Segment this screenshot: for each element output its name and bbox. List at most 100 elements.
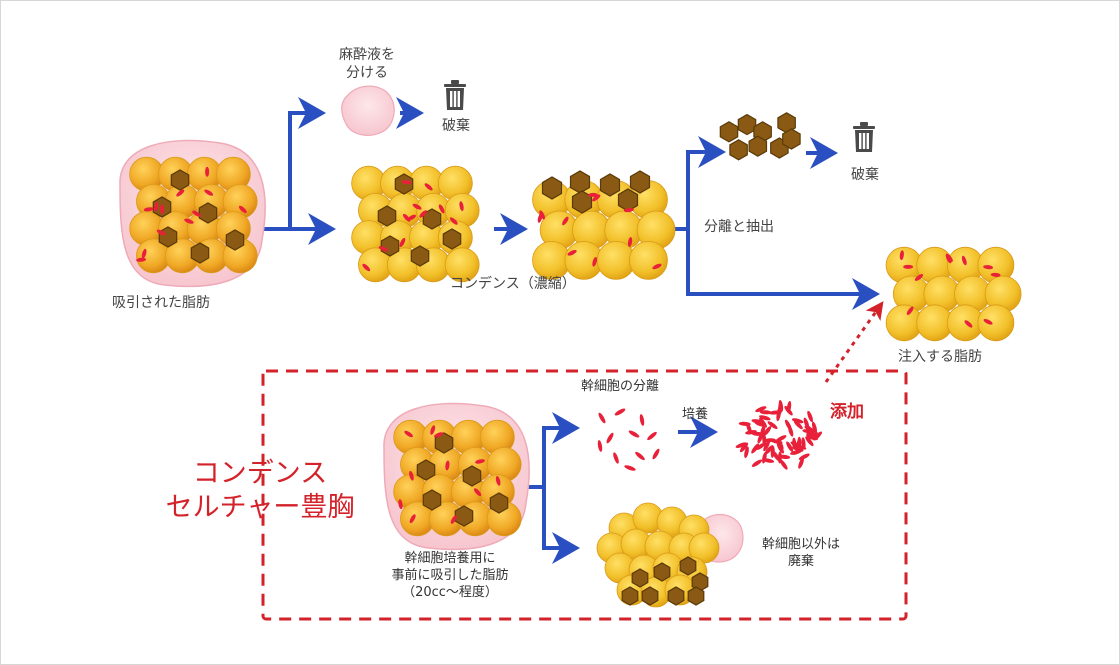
stem-cell — [409, 470, 414, 481]
stem-cell — [624, 465, 636, 471]
stem-cell — [614, 408, 626, 416]
culture-source-label-line1: 幹細胞培養用に — [404, 551, 496, 566]
hex-cell — [158, 226, 178, 248]
hex-cell — [617, 188, 639, 212]
stem-cell — [623, 207, 634, 213]
anesthetic-label-line1: 麻酔液を — [339, 47, 395, 63]
add-dotted-arrow — [824, 301, 884, 383]
stem-cell — [450, 515, 458, 524]
stem-cell — [404, 430, 413, 438]
hex-cell — [541, 176, 563, 200]
stem-cell — [176, 189, 185, 197]
hex-cell — [377, 205, 397, 227]
discard-other-label: 幹細胞以外は 廃棄 — [746, 536, 856, 570]
stem-cell — [438, 204, 445, 214]
hex-cell — [748, 135, 768, 157]
condensed-fat-cluster — [532, 170, 676, 280]
anesthetic-label: 麻酔液を 分ける — [322, 46, 412, 82]
cultured-stem-cells — [735, 400, 823, 470]
stem-cell — [776, 443, 784, 454]
fat-cell — [444, 247, 480, 283]
stem-cell — [424, 183, 433, 191]
stem-cell — [961, 255, 967, 266]
stem-cell — [776, 407, 781, 420]
top-flow-arrows — [262, 113, 880, 310]
anesthetic-fluid-blob — [341, 85, 395, 136]
stem-cell — [784, 405, 793, 416]
stem-cell — [786, 441, 794, 452]
stem-cell — [639, 414, 645, 426]
stem-cell — [627, 237, 633, 247]
fat-cluster-after-removal — [351, 165, 480, 283]
stem-cell — [811, 421, 817, 434]
stem-cell — [760, 424, 766, 437]
separated-stem-cells — [597, 408, 660, 471]
stem-cell — [647, 431, 657, 441]
stem-cell — [759, 410, 772, 415]
stem-cell — [804, 425, 816, 433]
stem-cell — [562, 216, 569, 226]
culture-branch — [524, 428, 576, 489]
stem-cell — [449, 217, 458, 225]
hex-cell — [442, 228, 462, 250]
stem-cell — [751, 459, 763, 467]
hex-cell — [729, 139, 748, 161]
stem-cell — [764, 445, 774, 455]
stem-cell — [378, 246, 389, 252]
stem-cell — [738, 421, 751, 426]
hex-cell — [737, 113, 757, 136]
stem-cell — [763, 440, 770, 452]
stem-cell — [990, 272, 1001, 277]
stem-cell — [739, 442, 749, 453]
stem-cell — [635, 451, 645, 461]
suctioned-fat-cluster — [119, 139, 266, 288]
stem-cell — [401, 180, 412, 185]
stem-cell — [143, 207, 154, 212]
anesthetic-label-line2: 分ける — [346, 65, 388, 81]
stem-cell — [779, 459, 788, 470]
stem-cell — [238, 205, 247, 214]
hex-cell — [170, 169, 190, 191]
stem-cell — [798, 457, 804, 469]
stem-cell — [587, 192, 598, 197]
culture-title: コンデンス セルチャー豊胸 — [160, 457, 360, 525]
separated-hex-cells — [719, 112, 801, 161]
condense-label: コンデンス（濃縮） — [450, 276, 576, 292]
stem-cell — [791, 418, 804, 424]
stem-cell — [136, 257, 147, 262]
stem-cell — [775, 435, 787, 442]
hex-cell — [489, 492, 509, 514]
stem-cell — [763, 426, 772, 436]
culture-title-line1: コンデンス — [192, 458, 328, 489]
culture-dashed-box — [261, 369, 908, 621]
fat-to-inject-cluster — [885, 246, 1022, 342]
hex-cell — [394, 173, 414, 195]
stem-cell — [598, 412, 606, 424]
culture-flow-arrows — [524, 428, 718, 564]
stem-cell — [154, 201, 159, 212]
stem-cell — [945, 254, 952, 264]
separate-extract-label: 分離と抽出 — [704, 219, 774, 235]
stem-cell — [399, 237, 406, 248]
non-stem-remainder-cluster — [596, 502, 744, 608]
stem-cell — [778, 400, 784, 412]
stem-cell — [767, 421, 778, 429]
stem-cell — [156, 229, 166, 236]
culture-source-label-line2: 事前に吸引した脂肪 — [391, 568, 509, 583]
stem-cell — [445, 460, 450, 471]
hex-cell — [599, 173, 621, 197]
stem-cell — [762, 458, 775, 463]
fat-cell — [977, 304, 1015, 342]
stem-cell — [652, 263, 662, 270]
stem-cell — [628, 430, 640, 438]
stem-cell — [755, 442, 766, 451]
stem-cell — [473, 488, 482, 497]
hex-cell — [679, 556, 697, 576]
stem-cell — [362, 263, 371, 272]
stem-cell — [459, 201, 464, 212]
stem-cell — [914, 274, 924, 281]
stem-cell — [433, 432, 444, 438]
stem-cell — [592, 256, 598, 267]
stem-cell — [755, 406, 767, 413]
stem-cell — [597, 440, 603, 452]
